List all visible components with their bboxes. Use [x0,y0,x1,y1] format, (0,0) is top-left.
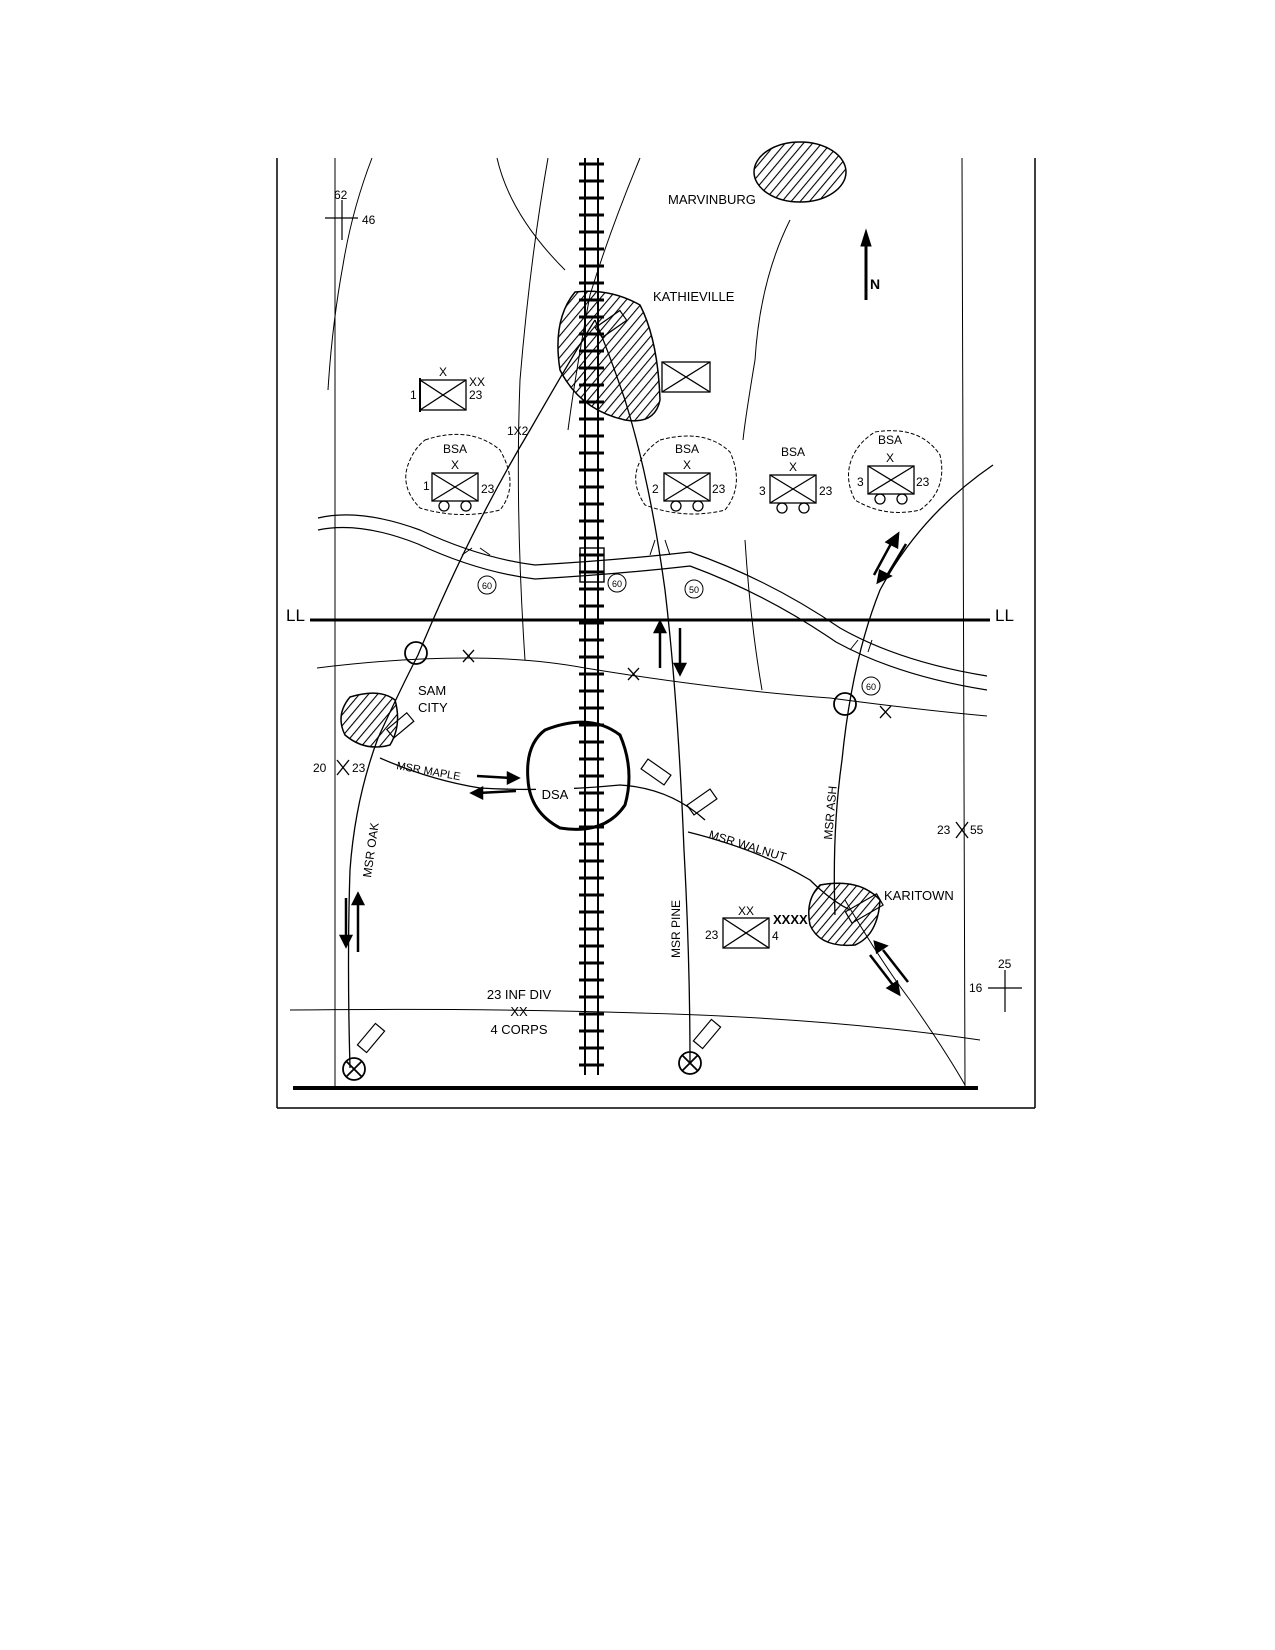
boundary-marks [336,649,969,839]
unit-echelon: X [451,458,459,472]
river [317,514,988,691]
unit-designation: 3 [759,484,766,498]
grid-label: 25 [998,957,1012,971]
unit-echelon: X [886,451,894,465]
kathieville-area [557,290,661,422]
msr-oak-label: MSR OAK [360,822,382,879]
north-arrow-icon [860,228,872,300]
unit-higher-designation: 23 [481,482,495,496]
bsa-unit-1 [431,472,479,512]
unit-higher-designation: 23 [916,475,930,489]
msr-ash-label: MSR ASH [821,785,840,840]
unit-echelon: XX [469,375,485,389]
town-marvinburg: MARVINBURG [668,192,756,207]
msr-pine-label: MSR PINE [669,900,683,958]
karitown-area [808,882,881,947]
bridge-class-label: 60 [612,579,622,589]
north-arrow-label: N [870,276,880,292]
bsa-unit-4 [867,465,915,505]
corps-unit-box [722,917,770,949]
kathieville-unit-box [661,361,711,393]
traffic-points [342,641,857,1081]
bsa-areas [405,430,943,515]
bridge-class-labels: 60 60 50 60 [482,579,876,692]
unit-higher-designation: 23 [712,482,726,496]
grid-label: 16 [969,981,983,995]
bridge-class-label: 50 [689,585,699,595]
unit-designation: 3 [857,475,864,489]
unit-higher-designation: 4 [772,929,779,943]
division-boundary-top: 23 INF DIV [487,987,552,1002]
map-frame [276,157,1036,1109]
bsa-unit-2 [663,472,711,512]
unit-echelon: X [789,460,797,474]
grid-label: 46 [362,213,376,227]
town-kathieville: KATHIEVILLE [653,289,735,304]
boundary-unit-left: 20 [313,761,327,775]
unit-echelon: XX [738,904,754,918]
division-boundary-bottom: 4 CORPS [490,1022,547,1037]
grid-label: 62 [334,188,348,202]
boundary-echelon: XXXX [773,912,808,927]
traffic-arrows [338,531,909,997]
msr-maple-label: MSR MAPLE [395,760,461,783]
phase-line-label-left: LL [286,606,305,625]
msr-oak-route [347,319,596,1069]
bridge-class-label: 60 [482,581,492,591]
bsa-label: BSA [878,433,902,447]
phase-line-label-right: LL [995,606,1014,625]
boundary-unit-left: 23 [937,823,951,837]
bsa-unit-3 [769,474,817,514]
boundary-unit-right: 23 [352,761,366,775]
bsa-label: BSA [781,445,805,459]
unit-higher-designation: 23 [819,484,833,498]
unit-higher-designation: 23 [469,388,483,402]
unit-symbols [419,361,915,949]
unit-designation: 23 [705,928,719,942]
town-karitown: KARITOWN [884,888,954,903]
boundary-unit-right: 55 [970,823,984,837]
msr-ash-route [833,464,994,916]
terrain-contours [289,157,988,1086]
grid-reference-marks [325,200,1022,1012]
marvinburg-area [753,141,847,203]
unit-echelon: X [683,458,691,472]
sam-city-area [340,692,399,748]
route-label-1x2: 1X2 [507,424,529,438]
dsa-area: DSA [526,720,631,831]
division-boundary-echelon: XX [510,1004,528,1019]
bsa-label: BSA [443,442,467,456]
msr-walnut-label: MSR WALNUT [707,827,788,864]
built-up-areas [340,141,881,947]
bridge-class-label: 60 [866,682,876,692]
unit-designation: 1 [423,479,430,493]
unit-1-23-left [419,378,467,412]
unit-designation: 1 [410,388,417,402]
dsa-label: DSA [542,787,569,802]
map-labels: MARVINBURG KATHIEVILLE SAM CITY KARITOWN… [286,188,1014,1037]
bridge-class-markers [461,539,881,696]
unit-designation: 2 [652,482,659,496]
town-sam-city-line2: CITY [418,700,448,715]
route-flags [356,309,884,1054]
town-sam-city-line1: SAM [418,683,446,698]
bsa-label: BSA [675,442,699,456]
unit-echelon: X [439,365,447,379]
